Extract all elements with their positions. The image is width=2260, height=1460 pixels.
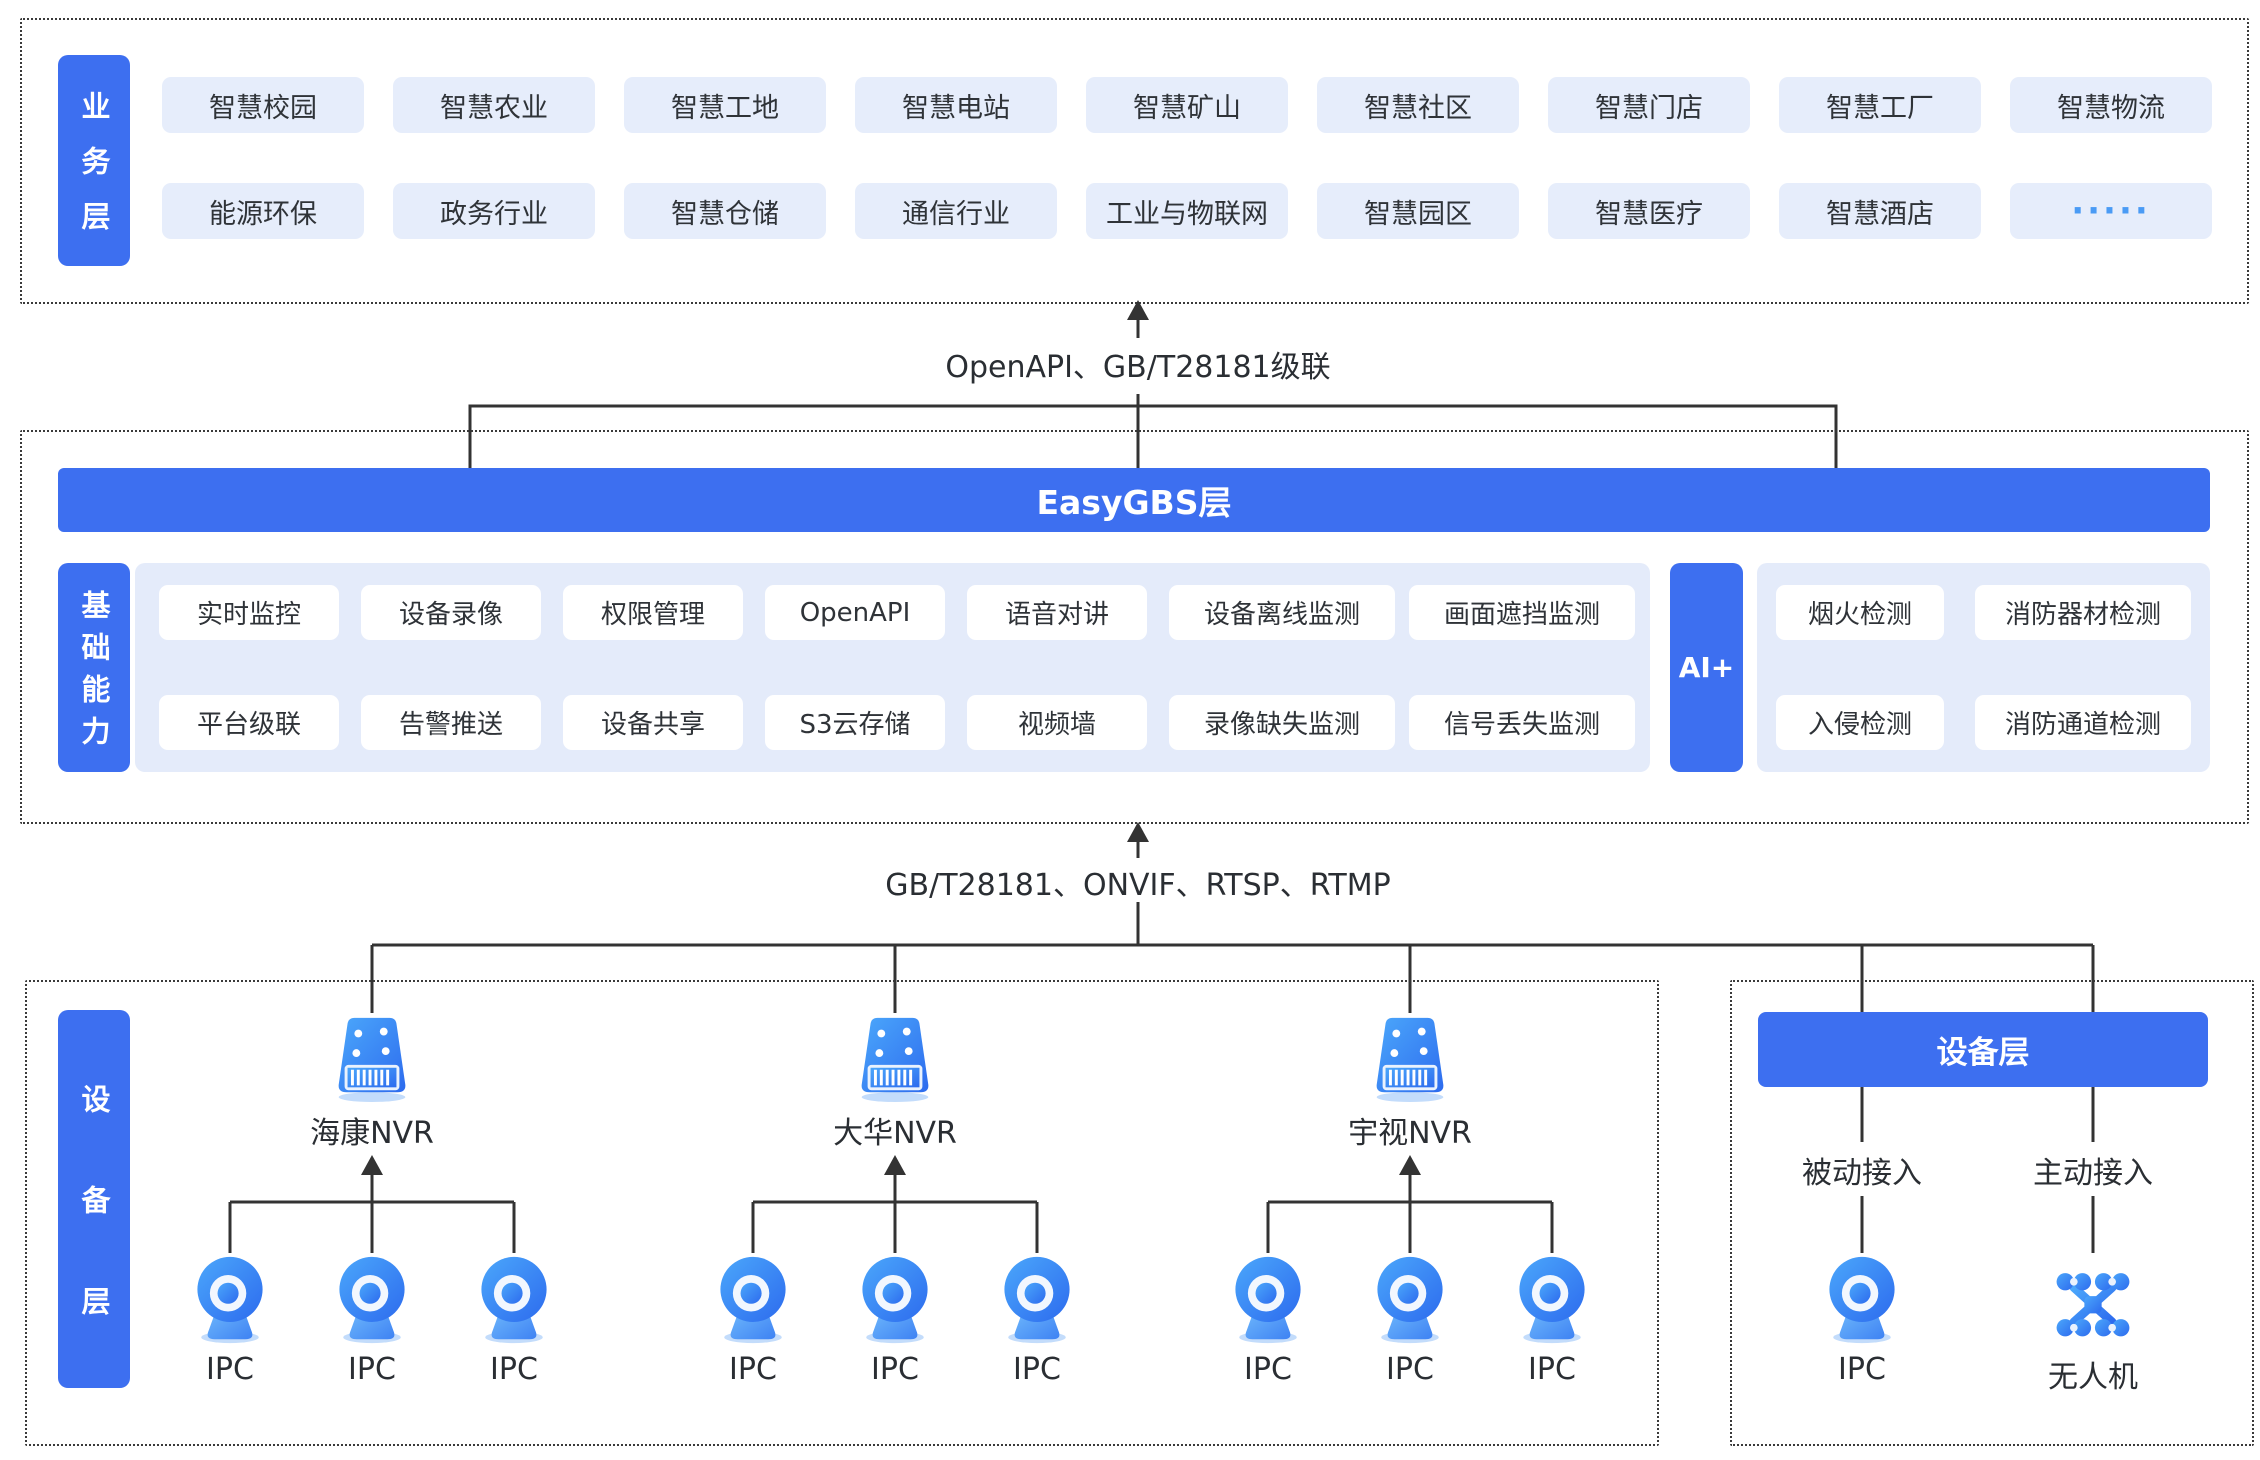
device-layer-side-label: 设备层 bbox=[58, 1010, 130, 1388]
nvr-icon bbox=[321, 1012, 423, 1106]
connector-bottom-label: GB/T28181、ONVIF、RTSP、RTMP bbox=[885, 868, 1391, 903]
business-chip: 智慧门店 bbox=[1548, 77, 1750, 133]
nvr-name: 海康NVR bbox=[310, 1116, 434, 1151]
nvr-icon bbox=[1359, 1012, 1461, 1106]
business-chip: 智慧社区 bbox=[1317, 77, 1519, 133]
business-chip: 智慧矿山 bbox=[1086, 77, 1288, 133]
business-chip: 智慧校园 bbox=[162, 77, 364, 133]
ipc-label: IPC bbox=[348, 1352, 396, 1387]
ai-plus-bar: AI+ bbox=[1670, 563, 1743, 772]
drone-icon bbox=[2047, 1253, 2139, 1349]
ipc-label: IPC bbox=[729, 1352, 777, 1387]
easygbs-banner: EasyGBS层 bbox=[58, 468, 2210, 532]
access-mode-label: 被动接入 bbox=[1802, 1156, 1922, 1191]
capability-chip: 实时监控 bbox=[159, 585, 339, 640]
ai-chip: 消防通道检测 bbox=[1975, 695, 2191, 750]
ipc-camera-icon bbox=[1222, 1253, 1314, 1349]
business-chip-more: ····· bbox=[2010, 183, 2212, 239]
business-chip: 智慧医疗 bbox=[1548, 183, 1750, 239]
capability-chip: OpenAPI bbox=[765, 585, 945, 640]
ipc-camera-icon bbox=[468, 1253, 560, 1349]
business-chip: 智慧酒店 bbox=[1779, 183, 1981, 239]
business-chip: 智慧农业 bbox=[393, 77, 595, 133]
business-chip: 工业与物联网 bbox=[1086, 183, 1288, 239]
capability-chip: 设备录像 bbox=[361, 585, 541, 640]
business-layer-box bbox=[20, 18, 2249, 304]
business-chip: 智慧仓储 bbox=[624, 183, 826, 239]
ipc-label: IPC bbox=[490, 1352, 538, 1387]
ai-chip: 入侵检测 bbox=[1776, 695, 1944, 750]
ipc-camera-icon bbox=[707, 1253, 799, 1349]
business-chip: 智慧工厂 bbox=[1779, 77, 1981, 133]
nvr-icon bbox=[844, 1012, 946, 1106]
ipc-camera-icon bbox=[1506, 1253, 1598, 1349]
capability-chip: S3云存储 bbox=[765, 695, 945, 750]
capability-chip: 信号丢失监测 bbox=[1409, 695, 1635, 750]
ipc-camera-icon bbox=[849, 1253, 941, 1349]
business-chip: 能源环保 bbox=[162, 183, 364, 239]
ai-chip: 消防器材检测 bbox=[1975, 585, 2191, 640]
ipc-label: IPC bbox=[1244, 1352, 1292, 1387]
ipc-label: IPC bbox=[1528, 1352, 1576, 1387]
ipc-label: IPC bbox=[1013, 1352, 1061, 1387]
capability-chip: 语音对讲 bbox=[967, 585, 1147, 640]
ipc-label: IPC bbox=[1386, 1352, 1434, 1387]
capability-chip: 设备共享 bbox=[563, 695, 743, 750]
ai-chip: 烟火检测 bbox=[1776, 585, 1944, 640]
capability-chip: 录像缺失监测 bbox=[1169, 695, 1395, 750]
business-chip: 智慧工地 bbox=[624, 77, 826, 133]
ipc-label: IPC bbox=[206, 1352, 254, 1387]
ipc-camera-icon bbox=[326, 1253, 418, 1349]
capability-chip: 平台级联 bbox=[159, 695, 339, 750]
capability-chip: 权限管理 bbox=[563, 585, 743, 640]
business-chip: 智慧电站 bbox=[855, 77, 1057, 133]
easygbs-side-label: 基础能力 bbox=[58, 563, 130, 772]
capability-chip: 视频墙 bbox=[967, 695, 1147, 750]
ipc-camera-icon bbox=[1364, 1253, 1456, 1349]
ipc-camera-icon bbox=[184, 1253, 276, 1349]
capability-chip: 画面遮挡监测 bbox=[1409, 585, 1635, 640]
connector-top-label: OpenAPI、GB/T28181级联 bbox=[945, 350, 1331, 385]
capability-chip: 设备离线监测 bbox=[1169, 585, 1395, 640]
drone-label: 无人机 bbox=[2048, 1360, 2138, 1395]
capability-chip: 告警推送 bbox=[361, 695, 541, 750]
device-layer-right-banner: 设备层 bbox=[1758, 1012, 2208, 1087]
nvr-name: 大华NVR bbox=[833, 1116, 957, 1151]
access-mode-label: 主动接入 bbox=[2033, 1156, 2153, 1191]
business-chip: 智慧园区 bbox=[1317, 183, 1519, 239]
nvr-name: 宇视NVR bbox=[1348, 1116, 1472, 1151]
ipc-camera-icon bbox=[991, 1253, 1083, 1349]
business-layer-side-label: 业务层 bbox=[58, 55, 130, 266]
ipc-label: IPC bbox=[1838, 1352, 1886, 1387]
business-chip: 政务行业 bbox=[393, 183, 595, 239]
ipc-camera-icon bbox=[1816, 1253, 1908, 1349]
business-chip: 智慧物流 bbox=[2010, 77, 2212, 133]
ipc-label: IPC bbox=[871, 1352, 919, 1387]
business-chip: 通信行业 bbox=[855, 183, 1057, 239]
